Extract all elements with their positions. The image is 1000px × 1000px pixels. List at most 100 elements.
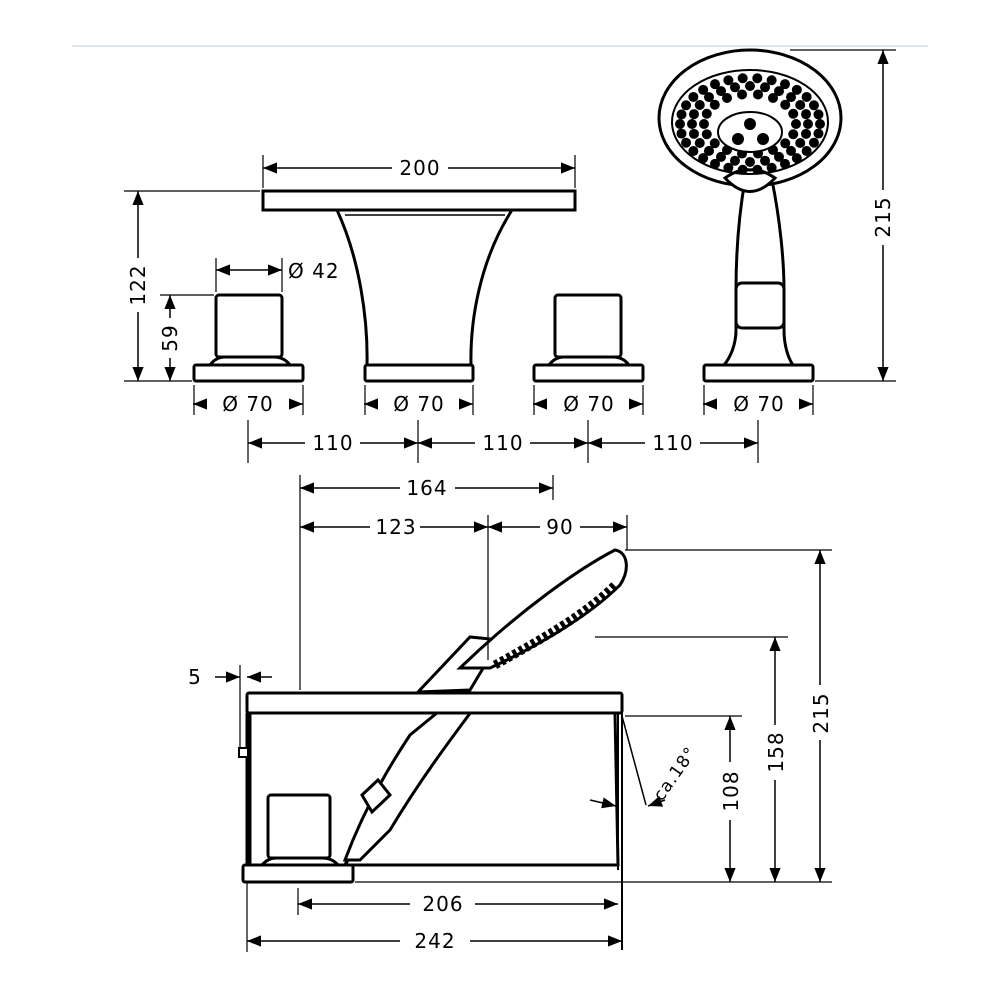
- nozzle: [801, 109, 812, 120]
- nozzle: [737, 164, 748, 175]
- dim-base-diameter: Ø 70: [222, 392, 274, 416]
- nozzle: [710, 79, 720, 90]
- nozzle: [760, 82, 771, 93]
- nozzle: [681, 100, 692, 111]
- nozzle: [676, 109, 687, 120]
- nozzle: [688, 128, 699, 139]
- dim-depth-total: 242: [414, 929, 455, 953]
- nozzle: [801, 91, 812, 102]
- nozzle: [675, 119, 685, 129]
- nozzle: [752, 73, 763, 84]
- dim-spacing: 110: [312, 431, 353, 455]
- side-handshower: [342, 548, 628, 862]
- spacing-dims: 110 110 110: [247, 420, 759, 463]
- nozzle: [788, 108, 799, 119]
- nozzle: [780, 79, 790, 90]
- dim-height-spout: 108: [719, 770, 743, 811]
- dim-spout-width: 200: [399, 156, 440, 180]
- dim-offset: 5: [188, 665, 202, 689]
- nozzle: [722, 93, 732, 104]
- nozzle: [723, 75, 734, 86]
- dim-reach-spout: 123: [375, 515, 416, 539]
- dim-base-diameter: Ø 70: [733, 392, 785, 416]
- nozzle: [766, 162, 777, 173]
- dim-spacing: 110: [652, 431, 693, 455]
- top-view: 200 Ø 42 122 59 Ø 70 Ø 70 Ø 70 Ø 70 110 …: [124, 48, 896, 463]
- nozzle: [729, 82, 740, 93]
- dim-angle: ca.18°: [650, 743, 702, 805]
- nozzle: [701, 129, 712, 140]
- nozzle: [737, 89, 748, 100]
- nozzle: [780, 158, 790, 169]
- nozzle: [688, 109, 699, 120]
- nozzle: [815, 119, 825, 129]
- nozzle: [774, 151, 784, 162]
- nozzle: [703, 92, 714, 103]
- nozzle: [813, 109, 824, 120]
- dim-base-diameter: Ø 70: [563, 392, 615, 416]
- dim-height-total: 215: [809, 692, 833, 733]
- nozzle: [681, 137, 692, 148]
- nozzle: [760, 155, 771, 166]
- nozzle: [803, 119, 813, 129]
- spout: [261, 189, 577, 383]
- nozzle: [701, 108, 712, 119]
- nozzle: [694, 138, 705, 148]
- dim-spacing: 110: [482, 431, 523, 455]
- base-diameter-dims: Ø 70 Ø 70 Ø 70 Ø 70: [193, 385, 814, 416]
- nozzle: [688, 91, 699, 102]
- nozzle: [716, 86, 726, 97]
- nozzle: [709, 138, 720, 149]
- dim-total-height: 122: [126, 264, 150, 305]
- nozzle: [780, 99, 791, 110]
- nozzle: [808, 100, 819, 111]
- shower-nozzles: [675, 73, 825, 175]
- dim-valve-diameter: Ø 42: [288, 259, 340, 283]
- hand-shower: [657, 48, 843, 383]
- dim-reach-shower: 90: [546, 515, 573, 539]
- nozzle: [795, 138, 806, 148]
- dim-handshower-height: 215: [871, 196, 895, 237]
- side-view: 164 123 90 5 ca.18° 108 158 215 206 242: [188, 475, 833, 953]
- nozzle: [786, 145, 797, 156]
- dim-height-holder: 158: [764, 731, 788, 772]
- dim-reach-total: 164: [406, 476, 447, 500]
- nozzle: [729, 155, 740, 166]
- dim-depth-inner: 206: [422, 892, 463, 916]
- nozzle: [716, 151, 726, 162]
- nozzle: [791, 153, 802, 164]
- nozzle: [768, 93, 778, 104]
- nozzle: [752, 164, 763, 175]
- nozzle: [780, 138, 791, 149]
- nozzle: [801, 128, 812, 139]
- nozzle: [774, 86, 784, 97]
- nozzle: [745, 157, 755, 167]
- nozzle: [791, 84, 802, 95]
- nozzle: [788, 129, 799, 140]
- nozzle: [723, 162, 734, 173]
- nozzle: [795, 100, 806, 110]
- nozzle: [709, 99, 720, 110]
- nozzle: [698, 153, 709, 164]
- right-valve: [532, 293, 645, 383]
- nozzle: [766, 75, 777, 86]
- nozzle: [752, 89, 763, 100]
- nozzle: [699, 119, 709, 129]
- nozzle: [703, 145, 714, 156]
- nozzle: [737, 73, 748, 84]
- nozzle: [808, 137, 819, 148]
- nozzle: [694, 100, 705, 110]
- nozzle: [676, 128, 687, 139]
- nozzle: [786, 92, 797, 103]
- nozzle: [698, 84, 709, 95]
- dim-base-diameter: Ø 70: [393, 392, 445, 416]
- nozzle: [688, 146, 699, 157]
- nozzle: [710, 158, 720, 169]
- nozzle: [791, 119, 801, 129]
- dim-valve-height: 59: [158, 324, 182, 351]
- left-valve: [192, 293, 305, 383]
- nozzle: [801, 146, 812, 157]
- nozzle: [687, 119, 697, 129]
